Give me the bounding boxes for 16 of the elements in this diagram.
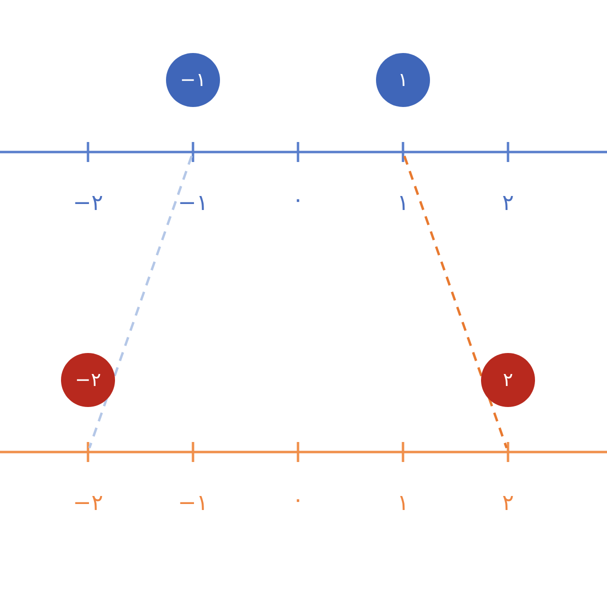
- tick-mark: [192, 142, 194, 162]
- dashed-line: [88, 156, 193, 448]
- tick-label: −۱: [180, 196, 204, 210]
- tick-mark: [402, 142, 404, 162]
- tick-label: ۲: [502, 496, 513, 510]
- tick-label: −۲: [75, 496, 102, 510]
- tick-label: ۰: [296, 199, 300, 202]
- dashed-line: [403, 156, 508, 448]
- tick-label: −۲: [75, 196, 102, 210]
- tick-label: −۱: [180, 496, 204, 510]
- tick-label: ۱: [400, 496, 405, 510]
- tick-mark: [506, 442, 510, 462]
- tick-label: ۱: [400, 196, 405, 210]
- tick-mark: [86, 442, 90, 462]
- tick-label: ۰: [296, 499, 300, 502]
- tick-label: ۲: [502, 196, 513, 210]
